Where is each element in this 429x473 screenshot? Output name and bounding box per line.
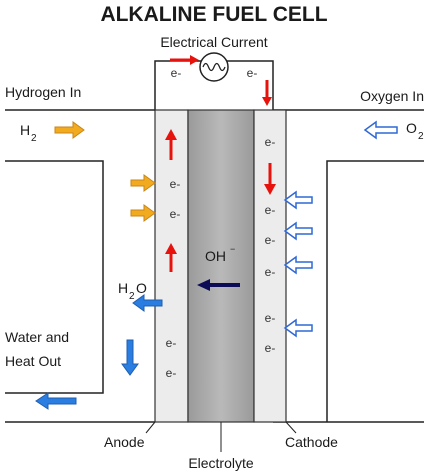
water-label-line1: Water and <box>5 329 69 345</box>
o2-formula: O 2 <box>406 120 424 142</box>
svg-text:OH: OH <box>205 248 226 264</box>
svg-text:H: H <box>20 122 30 138</box>
anode-label: Anode <box>104 434 145 450</box>
svg-text:O: O <box>406 120 417 136</box>
anode-electron-arrow-upper <box>165 129 177 160</box>
electrolyte-label: Electrolyte <box>188 455 254 471</box>
water-anode-arrow <box>132 294 163 312</box>
cathode-electron-5: e- <box>265 311 276 325</box>
h2-formula: H 2 <box>20 122 37 144</box>
callout-lines <box>145 421 297 452</box>
h2o-formula: H 2 O <box>118 280 147 302</box>
water-down-arrow <box>121 339 139 376</box>
water-outlet-arrow <box>35 392 77 410</box>
cathode-electron-6: e- <box>265 341 276 355</box>
hydroxide-arrow <box>197 279 240 291</box>
diagram-title: ALKALINE FUEL CELL <box>100 3 327 26</box>
circuit-electron-right: e- <box>247 66 258 80</box>
svg-text:H: H <box>118 280 128 296</box>
anode-electron-1: e- <box>170 177 181 191</box>
resistor-coil-icon <box>199 52 229 82</box>
hydrogen-anode-arrow-2 <box>130 204 156 222</box>
anode-electron-arrow-lower <box>165 243 177 272</box>
hydroxide-label: OH − <box>205 244 235 264</box>
anode-electron-2: e- <box>170 207 181 221</box>
oxygen-cathode-arrow-1 <box>283 190 313 210</box>
oxygen-cathode-arrow-2 <box>283 221 313 241</box>
cathode-electrode <box>253 109 287 423</box>
oxygen-cathode-arrow-3 <box>283 255 313 275</box>
cell-housing <box>5 109 424 423</box>
svg-text:−: − <box>230 244 235 254</box>
anode-electron-3: e- <box>166 336 177 350</box>
anode-electron-4: e- <box>166 366 177 380</box>
hydrogen-anode-arrow-1 <box>130 174 156 192</box>
svg-text:O: O <box>136 280 147 296</box>
circuit-current-arrow-down <box>262 80 272 106</box>
cathode-electron-2: e- <box>265 203 276 217</box>
svg-text:2: 2 <box>31 133 37 144</box>
cathode-electron-1: e- <box>265 135 276 149</box>
electrolyte-chamber <box>187 109 255 423</box>
cathode-label: Cathode <box>285 434 338 450</box>
hydrogen-in-label: Hydrogen In <box>5 84 81 100</box>
svg-text:2: 2 <box>129 291 135 302</box>
hydrogen-inlet-arrow <box>54 121 85 139</box>
water-label-line2: Heat Out <box>5 353 61 369</box>
circuit-electron-left: e- <box>171 66 182 80</box>
oxygen-in-label: Oxygen In <box>360 88 424 104</box>
circuit-current-arrow-top <box>170 55 199 65</box>
cathode-electron-3: e- <box>265 233 276 247</box>
cathode-electron-arrow <box>264 163 276 195</box>
cathode-electron-4: e- <box>265 265 276 279</box>
svg-text:2: 2 <box>418 131 424 142</box>
oxygen-cathode-arrow-4 <box>283 318 313 338</box>
oxygen-inlet-arrow <box>363 120 398 140</box>
electrical-current-label: Electrical Current <box>160 34 267 50</box>
